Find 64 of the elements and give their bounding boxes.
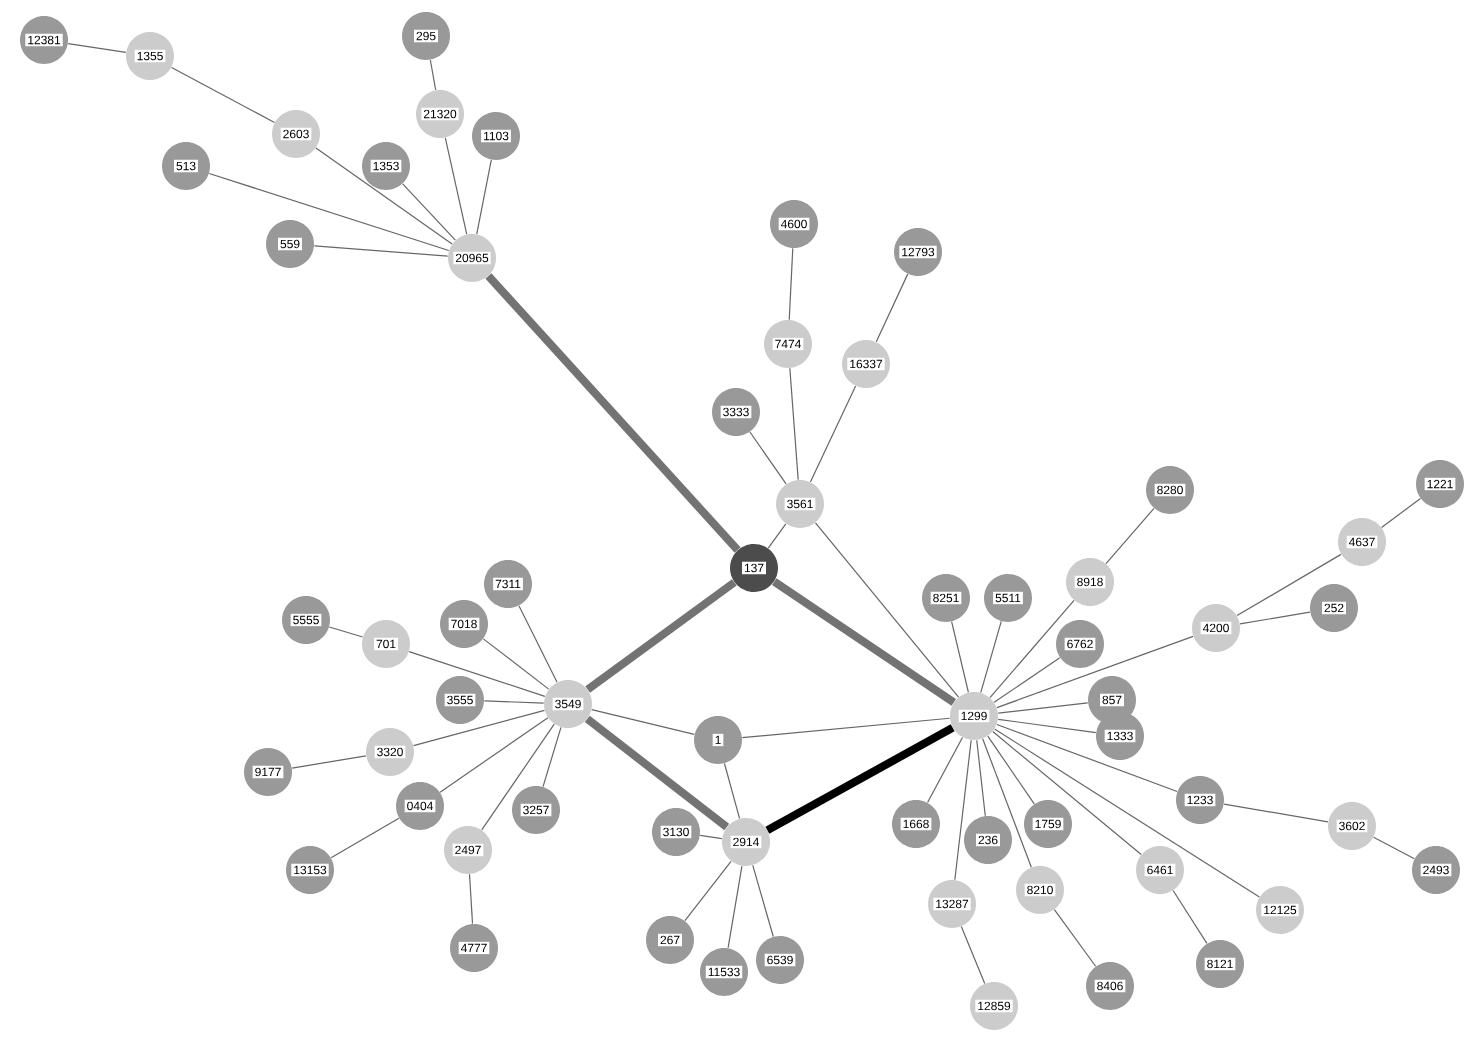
link-line: [444, 137, 468, 235]
link-line: [741, 717, 951, 739]
link-line: [485, 273, 741, 553]
link-line: [518, 605, 558, 683]
link-line: [1053, 909, 1097, 967]
link-line: [809, 385, 857, 483]
link-line: [727, 865, 743, 949]
link-line: [992, 730, 1142, 856]
link-line: [772, 578, 956, 706]
link-line: [996, 723, 1178, 793]
link-line: [997, 702, 1089, 714]
link-line: [313, 245, 449, 257]
link-line: [954, 739, 972, 881]
link-line: [789, 367, 799, 481]
link-line: [989, 599, 1075, 699]
link-line: [1373, 836, 1415, 860]
link-line: [208, 172, 450, 252]
link-line: [330, 817, 400, 859]
link-line: [996, 635, 1194, 709]
link-line: [328, 626, 364, 638]
link-line: [1223, 803, 1329, 823]
link-line: [439, 717, 549, 793]
link-line: [684, 860, 732, 922]
link-line: [749, 431, 787, 485]
link-line: [788, 247, 794, 321]
link-line: [291, 755, 367, 769]
link-line: [951, 621, 969, 693]
link-line: [814, 522, 960, 698]
link-line: [429, 59, 437, 91]
link-line: [960, 925, 986, 984]
link-line: [997, 718, 1097, 734]
link-line: [402, 183, 456, 241]
link-line: [982, 738, 1032, 868]
link-line: [723, 762, 741, 820]
link-line: [67, 43, 127, 53]
link-line: [976, 739, 986, 817]
link-line: [476, 159, 492, 235]
link-line: [1381, 497, 1421, 529]
link-line: [980, 620, 1002, 694]
link-line: [994, 728, 1260, 898]
link-line: [993, 657, 1061, 703]
link-line: [926, 736, 964, 804]
link-line: [468, 873, 474, 925]
link-line: [408, 651, 546, 697]
link-line: [765, 724, 955, 834]
link-line: [1172, 889, 1208, 944]
link-line: [542, 726, 562, 788]
link-line: [1105, 507, 1155, 565]
link-line: [584, 715, 730, 831]
link-line: [752, 864, 774, 938]
link-line: [482, 638, 550, 690]
link-line: [591, 709, 695, 735]
link-line: [412, 709, 546, 747]
link-line: [767, 523, 787, 549]
link-line: [483, 700, 545, 704]
link-line: [170, 66, 276, 124]
link-line: [875, 273, 909, 343]
link-line: [1236, 553, 1342, 617]
link-line: [481, 723, 555, 831]
link-line: [699, 834, 723, 840]
link-line: [585, 579, 737, 693]
link-line: [315, 147, 453, 245]
link-line: [1239, 611, 1311, 625]
link-line: [987, 735, 1035, 805]
